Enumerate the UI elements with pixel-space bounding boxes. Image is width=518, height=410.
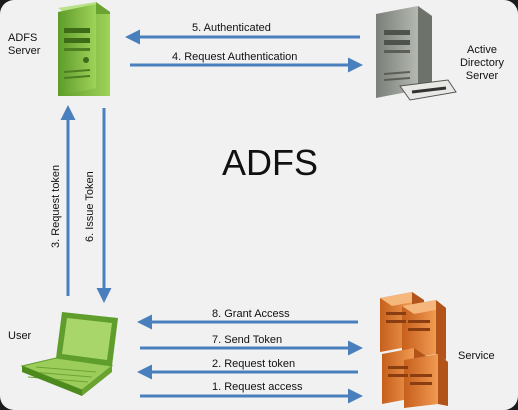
adfs-server-label: ADFS Server: [8, 32, 40, 58]
active-directory-label: Active Directory Server: [454, 44, 510, 83]
adfs-server-label-line2: Server: [8, 45, 41, 57]
arrow-4-label: 4. Request Authentication: [172, 51, 298, 63]
adfs-server-icon: [58, 2, 110, 96]
arrow-3-label: 3. Request token: [50, 164, 62, 248]
arrow-2-label: 2. Request token: [212, 358, 296, 370]
arrow-6-label: 6. Issue Token: [84, 171, 96, 242]
arrow-8-label: 8. Grant Access: [212, 308, 290, 320]
adfs-server-label-line1: ADFS: [8, 32, 38, 44]
user-laptop-icon: [20, 312, 118, 396]
arrow-1-label: 1. Request access: [212, 381, 303, 393]
active-directory-label-line2: Directory: [459, 57, 504, 69]
active-directory-label-line1: Active: [467, 44, 497, 56]
active-directory-server-icon: [376, 6, 457, 101]
diagram-title: ADFS: [222, 142, 319, 183]
service-label: Service: [458, 350, 495, 362]
active-directory-label-line3: Server: [465, 70, 499, 82]
service-servers-icon: [380, 292, 448, 408]
user-label: User: [8, 330, 32, 342]
arrow-5-label: 5. Authenticated: [192, 22, 271, 34]
arrow-7-label: 7. Send Token: [212, 334, 283, 346]
